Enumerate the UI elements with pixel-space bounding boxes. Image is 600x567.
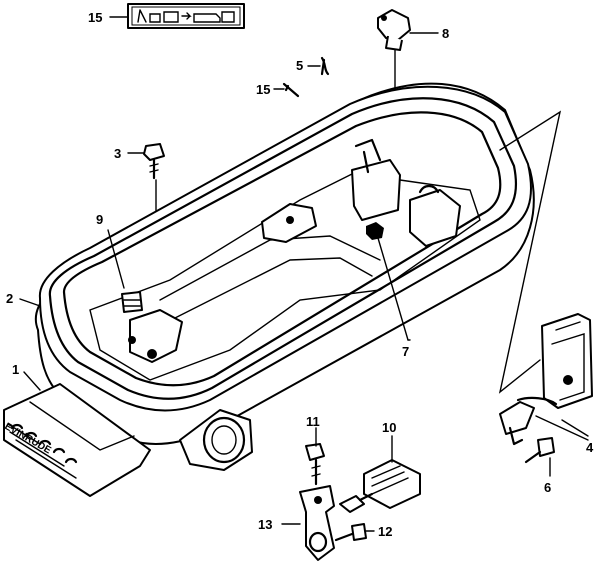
part-5-pin xyxy=(320,56,330,76)
part-11-screw xyxy=(305,443,325,486)
part-12-screw xyxy=(334,523,367,542)
callout-10: 10 xyxy=(382,420,396,435)
cowl-edge-wedge xyxy=(498,110,562,394)
part-15-pin xyxy=(282,82,300,98)
callout-1: 1 xyxy=(12,362,19,377)
callout-14: 15 xyxy=(88,10,102,25)
part-1-front-plate xyxy=(3,383,151,497)
callout-3: 3 xyxy=(114,146,121,161)
callout-8: 8 xyxy=(442,26,449,41)
part-10-connector xyxy=(339,459,421,513)
leader-lines xyxy=(19,16,551,532)
callout-13: 13 xyxy=(258,517,272,532)
part-13-bracket xyxy=(299,485,335,561)
callout-9: 9 xyxy=(96,212,103,227)
part-7-nut xyxy=(366,222,384,240)
callout-15: 15 xyxy=(256,82,270,97)
callout-labels: 15 8 5 15 3 9 2 7 1 11 10 4 6 13 12 xyxy=(6,10,594,539)
part-4-latch-assembly xyxy=(499,313,593,446)
callout-11: 11 xyxy=(306,414,320,429)
exhaust-opening xyxy=(179,409,253,471)
callout-2: 2 xyxy=(6,291,13,306)
callout-12: 12 xyxy=(378,524,392,539)
callout-6: 6 xyxy=(544,480,551,495)
callout-5: 5 xyxy=(296,58,303,73)
part-6-screw xyxy=(524,437,555,464)
callout-7: 7 xyxy=(402,344,409,359)
part-9-grommet xyxy=(107,229,143,313)
part-2-lower-cowl xyxy=(34,82,535,445)
part-14-decal xyxy=(127,3,245,29)
callout-4: 4 xyxy=(586,440,594,455)
